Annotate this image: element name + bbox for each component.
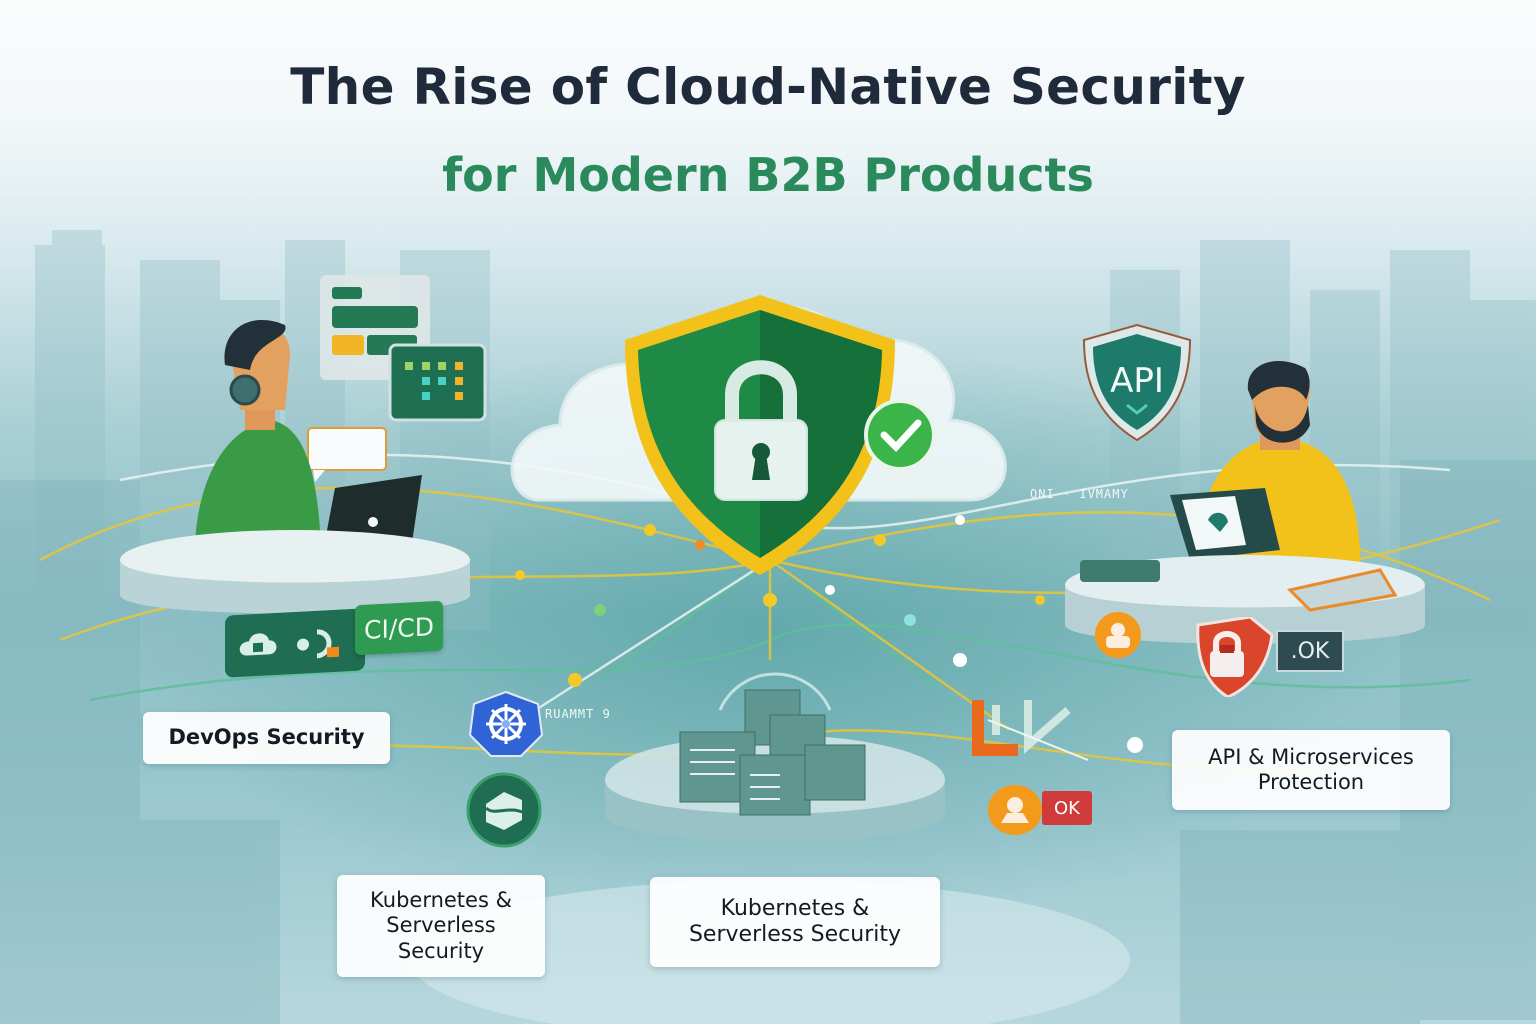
kubernetes-wheel-icon xyxy=(468,690,544,757)
illustration-text-fragment: ONI · IVMAMY xyxy=(1030,487,1129,501)
kubernetes-serverless-label-left: Kubernetes & Serverless Security xyxy=(337,875,545,977)
dashboard-grid-icon xyxy=(388,343,487,422)
svg-text:API: API xyxy=(1110,361,1164,401)
pipeline-panel xyxy=(225,608,365,678)
tablet-icon xyxy=(1170,488,1280,560)
left-platform xyxy=(120,530,470,614)
cicd-badge: CI/CD xyxy=(355,600,443,656)
shield-lock-icon xyxy=(625,295,895,575)
right-platform xyxy=(1065,555,1425,644)
checkmark-icon xyxy=(864,399,936,471)
label-text: Kubernetes & xyxy=(370,888,512,913)
kubernetes-serverless-label-center: Kubernetes & Serverless Security xyxy=(650,877,940,967)
red-lock-shield-icon xyxy=(1196,617,1274,697)
central-cloud-shield xyxy=(510,295,1007,575)
user-alert-icon xyxy=(988,785,1042,835)
page-subtitle: for Modern B2B Products xyxy=(442,148,1094,202)
label-text: Security xyxy=(397,938,485,963)
api-microservices-label: API & Microservices Protection xyxy=(1172,730,1450,810)
label-text: API & Microservices xyxy=(1208,744,1414,769)
ok-alert-badge: OK xyxy=(1042,791,1092,825)
serverless-icon xyxy=(466,772,542,848)
devops-security-label: DevOps Security xyxy=(143,712,390,764)
label-text: Serverless xyxy=(386,913,496,938)
illustration-text-fragment: RUAMMT 9 xyxy=(545,707,611,721)
api-shield-icon: API xyxy=(1082,323,1192,442)
microservice-flow-icon xyxy=(972,700,1089,761)
page-title: The Rise of Cloud-Native Security xyxy=(290,58,1246,116)
label-text: Protection xyxy=(1257,770,1365,794)
label-text: DevOps Security xyxy=(168,725,365,750)
server-cubes-icon xyxy=(605,672,945,842)
api-engineer-illustration xyxy=(1170,360,1361,590)
label-text: Serverless Security xyxy=(688,922,902,947)
pipeline-icon xyxy=(239,629,339,659)
ok-status-badge: .OK xyxy=(1276,630,1344,672)
user-badge-icon xyxy=(1095,612,1141,658)
label-text: Kubernetes & xyxy=(720,895,870,921)
